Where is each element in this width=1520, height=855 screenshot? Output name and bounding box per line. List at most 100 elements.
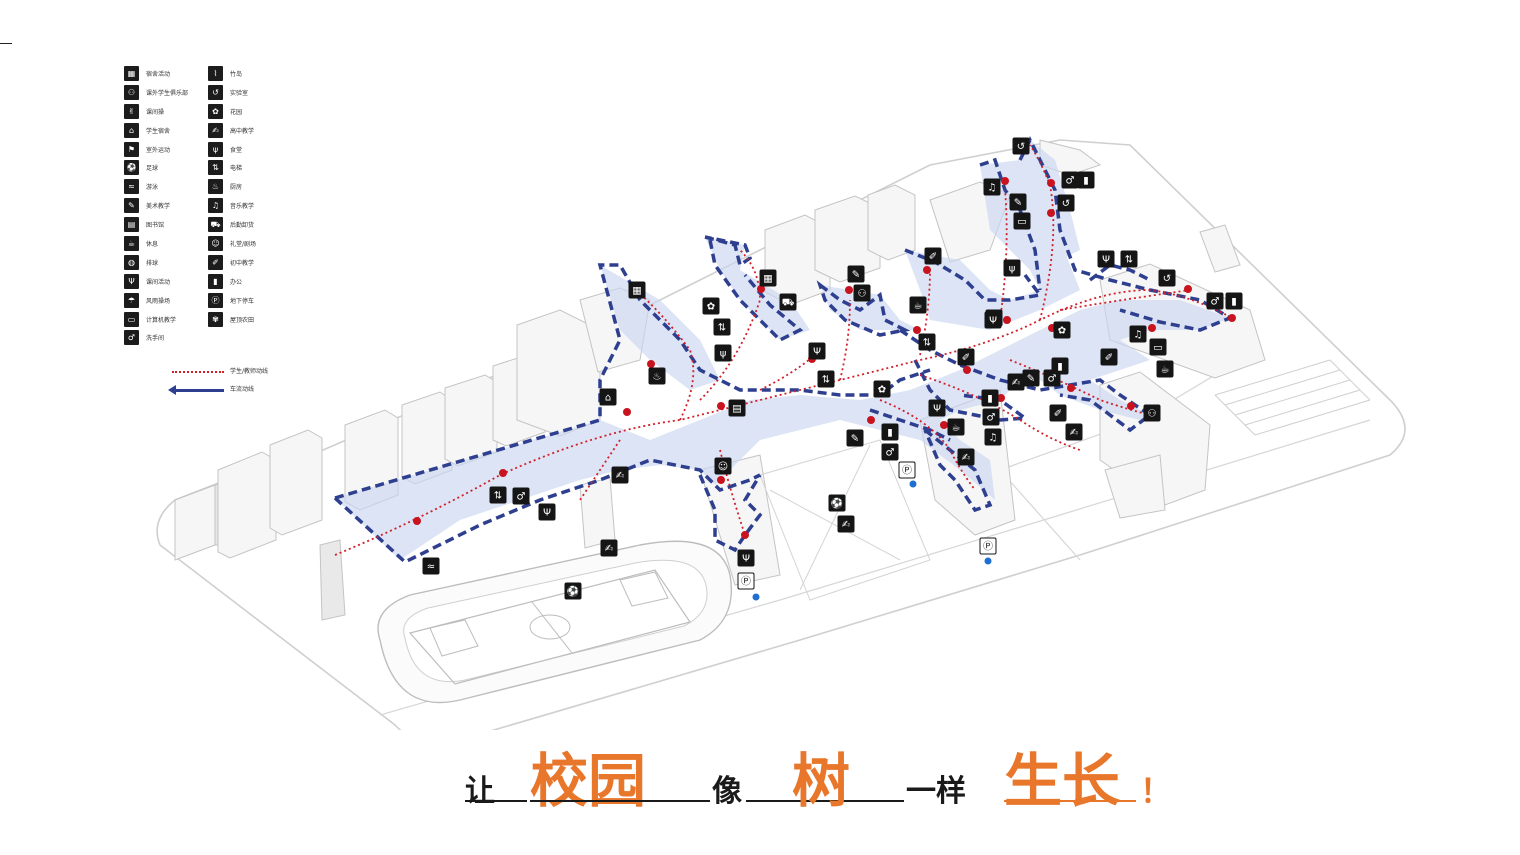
svg-text:≈: ≈ (427, 562, 435, 573)
vehicle-flow-arrow-icon (168, 385, 224, 395)
legend-item: ▤图书馆 (124, 215, 188, 234)
pedestrian-node-dot (1001, 177, 1009, 185)
map-parking-icon: Ⓟ (737, 572, 755, 590)
svg-text:↺: ↺ (1017, 142, 1025, 153)
map-music-icon: ♫ (983, 178, 1001, 196)
legend-item: ⛟后勤卸货 (208, 215, 256, 234)
legend-item: ⌇ 竹岛 (208, 64, 256, 83)
map-kitchen-icon: ♨ (648, 367, 666, 385)
legend-item: ✍高中教学 (208, 121, 256, 140)
pedestrian-node-dot (717, 476, 725, 484)
rest-icon: ☕ (124, 235, 139, 251)
svg-text:☕: ☕ (952, 423, 961, 434)
legend-label: 图书馆 (146, 222, 165, 230)
svg-text:Ⓟ: Ⓟ (902, 465, 912, 477)
legend-label: 地下停车 (230, 297, 255, 305)
slogan-word-4: 树 (792, 747, 851, 815)
svg-text:▭: ▭ (1017, 217, 1026, 228)
pedestrian-node-dot (717, 402, 725, 410)
map-wc-icon: ♂ (1206, 292, 1224, 310)
legend-item: ⇅电梯 (208, 158, 256, 177)
svg-text:♫: ♫ (988, 183, 997, 194)
map-activity-icon: Ψ (928, 399, 946, 417)
dormitory-activity-icon: ▦ (124, 65, 139, 81)
map-computer-icon: ▭ (1013, 212, 1031, 230)
kitchen-icon: ♨ (208, 179, 223, 195)
parking-entry-dot (984, 557, 992, 565)
slogan-word-1: 让 (465, 774, 495, 809)
legend-label: 计算机教学 (146, 316, 177, 324)
computer-teaching-icon: ▭ (124, 311, 139, 327)
student-club-icon: ⚇ (124, 84, 139, 100)
map-senior-icon: ✍ (600, 539, 618, 557)
legend-label: 洗手间 (146, 335, 165, 343)
pedestrian-node-dot (1127, 402, 1135, 410)
map-senior-icon: ✍ (957, 448, 975, 466)
building-block (269, 429, 323, 536)
legend-label: 厨房 (230, 184, 243, 192)
canteen-icon: ψ (208, 141, 223, 157)
svg-text:▦: ▦ (632, 286, 641, 297)
pedestrian-node-dot (623, 408, 631, 416)
map-parking-icon: Ⓟ (898, 461, 916, 479)
map-dorm-icon: ▦ (759, 269, 777, 287)
svg-text:✿: ✿ (707, 302, 715, 313)
site-boundary (156, 139, 1406, 730)
svg-text:▮: ▮ (1231, 297, 1237, 308)
svg-text:Ψ: Ψ (742, 554, 750, 565)
svg-text:▮: ▮ (987, 394, 993, 405)
legend-label: 竹岛 (230, 70, 243, 78)
pedestrian-node-dot (1047, 179, 1055, 187)
legend-label: 游泳 (146, 184, 159, 192)
map-wc-icon: ♂ (512, 487, 530, 505)
legend-label: 高中教学 (230, 127, 255, 135)
map-activity-icon: Ψ (737, 549, 755, 567)
legend-item: ♨ 厨房 (208, 177, 256, 196)
map-parking-icon: Ⓟ (979, 537, 997, 555)
junior-high-teaching-icon: ✐ (208, 254, 223, 270)
map-junior-icon: ✐ (1049, 404, 1067, 422)
map-wc-icon: ♂ (982, 408, 1000, 426)
map-rest-icon: ☕ (1156, 360, 1174, 378)
restroom-icon: ♂ (124, 330, 139, 346)
svg-text:♂: ♂ (1066, 176, 1075, 187)
map-lib-icon: ▤ (728, 399, 746, 417)
svg-text:Ⓟ: Ⓟ (983, 541, 993, 553)
map-lift-icon: ⇅ (713, 318, 731, 336)
svg-text:♂: ♂ (987, 413, 996, 424)
svg-text:⇅: ⇅ (718, 323, 726, 334)
map-senior-icon: ✍ (1007, 373, 1025, 391)
map-office-icon: ▮ (1225, 292, 1243, 310)
map-music-icon: ♫ (984, 428, 1002, 446)
legend-item: ☂风雨操场 (124, 291, 188, 310)
map-activity-icon: Ψ (984, 311, 1002, 329)
legend-label: 花园 (230, 108, 243, 116)
parking-lot (1214, 359, 1371, 436)
break-exercise-icon: ✌ (124, 103, 139, 119)
svg-text:♂: ♂ (1211, 297, 1220, 308)
map-senior-icon: ✍ (1065, 423, 1083, 441)
legend-item: ✾屋顶农田 (208, 310, 256, 329)
svg-text:✎: ✎ (1027, 374, 1035, 385)
svg-text:▦: ▦ (763, 274, 772, 285)
svg-text:Ψ: Ψ (933, 404, 941, 415)
svg-text:Ψ: Ψ (989, 316, 997, 327)
building-block (814, 195, 881, 283)
slogan-underline (1004, 800, 1136, 802)
bamboo-island-icon: ⌇ (208, 65, 223, 81)
svg-text:⇅: ⇅ (1125, 255, 1133, 266)
legend-label: 实验室 (230, 89, 249, 97)
map-function-icons: ▦✿⇅ψ♨⌂▤⇅Ψ▦⛟✎⚇☕✐ψ↺♫✎▭↺♂▮Ψ⇅↺♂▮✿♫▭✐☕✎♂▮✐✍⚇⇅… (422, 137, 1243, 600)
map-logistics-icon: ⛟ (779, 293, 797, 311)
legend-item: ▦宿舍活动 (124, 64, 188, 83)
svg-text:Ψ: Ψ (1102, 255, 1110, 266)
parking-entry-dot (752, 593, 760, 601)
parking-entry-dot (909, 480, 917, 488)
pedestrian-node-dot (963, 366, 971, 374)
legend: ▦宿舍活动⚇课外学生俱乐部✌课间操⌂学生宿舍⚑室外运动⚽足球≈游泳✎美术教学▤图… (124, 64, 304, 364)
legend-item: ♫音乐教学 (208, 196, 256, 215)
pedestrian-node-dot (741, 531, 749, 539)
rain-playground-icon: ☂ (124, 292, 139, 308)
svg-text:✿: ✿ (1058, 326, 1066, 337)
